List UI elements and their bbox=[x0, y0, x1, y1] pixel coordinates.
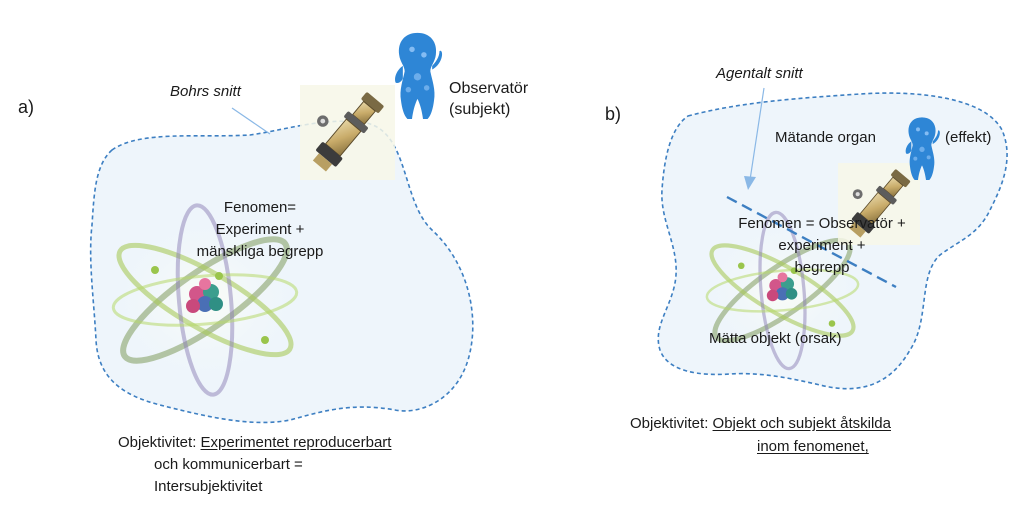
observer-sublabel: (subjekt) bbox=[449, 101, 511, 118]
phenomenon-line-3: mänskliga begrepp bbox=[196, 243, 324, 260]
agential-cut-pointer bbox=[749, 87, 765, 181]
objectivity-a: Objektivitet: Experimentet reproducerbar… bbox=[118, 433, 391, 453]
objectivity-b: Objektivitet: Objekt och subjekt åtskild… bbox=[630, 414, 891, 434]
phenomenon-line-1: Fenomen= bbox=[223, 199, 297, 216]
panel-a-label: a) bbox=[18, 97, 35, 117]
objectivity-b-underlined-2: inom fenomenet, bbox=[757, 438, 869, 455]
microscope-icon bbox=[300, 84, 395, 181]
observer-label: Observatör bbox=[449, 80, 529, 97]
effect-label: (effekt) bbox=[945, 129, 992, 146]
agential-cut-label: Agentalt snitt bbox=[716, 65, 803, 82]
phenomenon-b-line-3: begrepp bbox=[794, 259, 850, 276]
objectivity-a-line-3: Intersubjektivitet bbox=[154, 478, 263, 495]
measured-object-label: Mätta objekt (orsak) bbox=[709, 330, 842, 347]
phenomenon-b-line-2: experiment + bbox=[778, 237, 866, 254]
bohr-cut-label: Bohrs snitt bbox=[170, 83, 241, 100]
measuring-organ-label: Mätande organ bbox=[775, 129, 876, 146]
observer-figure-icon bbox=[395, 32, 443, 120]
objectivity-a-line-2: och kommunicerbart = bbox=[154, 456, 303, 473]
bohr-cut-pointer bbox=[231, 107, 271, 135]
objectivity-b-underlined-1: Objekt och subjekt åtskilda bbox=[712, 415, 891, 432]
panel-b-label: b) bbox=[605, 104, 622, 124]
agential-cut-line bbox=[726, 195, 897, 289]
objectivity-a-label: Objektivitet: bbox=[118, 434, 197, 451]
objectivity-a-underlined: Experimentet reproducerbart bbox=[200, 434, 392, 451]
phenomenon-line-2: Experiment + bbox=[215, 221, 305, 238]
agential-cut-arrowhead bbox=[744, 176, 756, 190]
phenomenon-b-line-1: Fenomen = Observatör + bbox=[738, 215, 906, 232]
objectivity-b-label: Objektivitet: bbox=[630, 415, 709, 432]
